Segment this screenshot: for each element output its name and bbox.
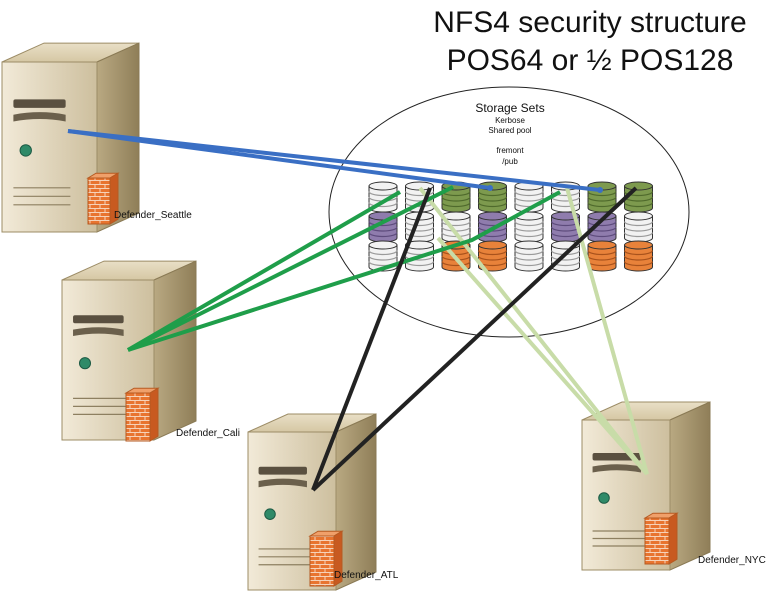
storage-auth-label: Kerbose [495,116,525,125]
disk-r3-c4 [477,240,508,272]
storage-sets-ellipse [328,86,690,338]
link-cali-3 [127,190,561,352]
server-cali [61,260,197,441]
storage-host-label: fremont [496,146,524,155]
link-seattle-2 [67,129,601,192]
power-led-icon [19,144,32,157]
disk-r2-c7 [587,211,617,243]
firewall-nyc-icon [643,512,679,565]
link-seattle-end-1 [487,185,493,191]
power-led-icon [78,357,92,370]
server-label-seattle: Defender_Seattle [114,210,192,221]
disk-r3-c6 [550,240,581,272]
diagram-title-line-2: POS64 or ½ POS128 [446,44,734,77]
disk-r3-c5 [514,240,544,272]
firewall-atl-icon [308,530,344,587]
storage-sets-label: Storage Sets [475,101,545,115]
disk-r2-c3 [441,211,471,243]
server-label-nyc: Defender_NYC [698,555,766,566]
link-atl-2 [311,186,638,492]
firewall-seattle-icon [86,172,120,225]
link-seattle-end-2 [597,187,603,193]
link-cali-2 [127,185,454,352]
server-seattle [1,42,140,233]
disk-r3-c7 [587,240,617,272]
server-label-cali: Defender_Cali [176,428,240,439]
disk-r2-c5 [514,211,544,243]
disk-r1-c4 [477,181,508,213]
power-led-icon [264,508,276,520]
power-led-icon [598,492,610,504]
link-atl-1 [311,187,432,491]
server-label-atl: Defender_ATL [334,570,399,581]
firewall-cali-icon [124,387,160,442]
diagram-title-line-1: NFS4 security structure [433,6,747,39]
disk-r1-c7 [587,181,617,213]
disk-r2-c8 [623,211,654,243]
link-cali-1 [126,190,402,352]
disk-r1-c8 [623,181,654,213]
storage-pool-label: Shared pool [488,126,532,135]
storage-export-label: /pub [502,157,518,166]
link-nyc-2 [436,236,649,476]
disk-r3-c8 [623,240,654,272]
